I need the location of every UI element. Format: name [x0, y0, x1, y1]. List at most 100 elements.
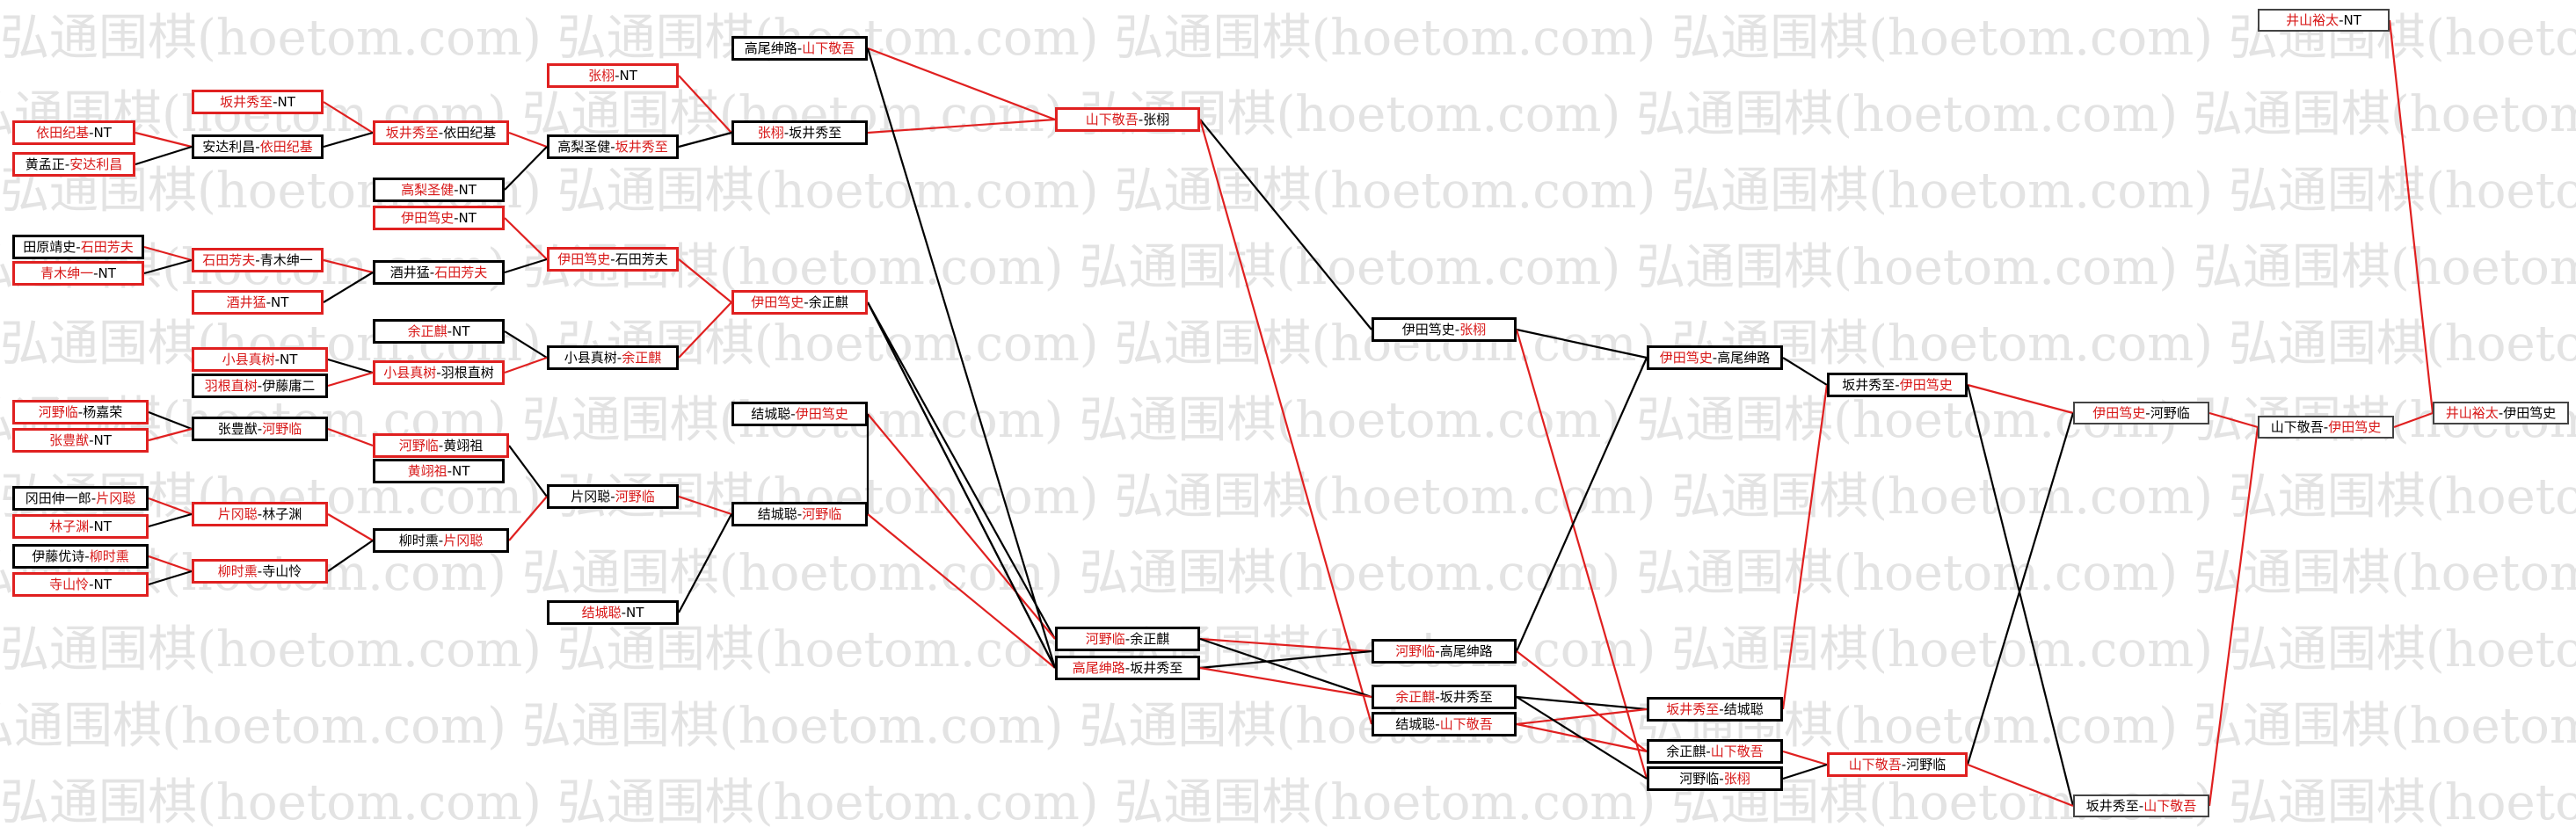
bracket-connector — [1781, 384, 1829, 710]
name-separator: - — [89, 124, 94, 141]
player-name: 高梨圣健 — [557, 138, 611, 155]
player-name: NT — [277, 93, 295, 110]
match-box: 安达利昌-依田纪基 — [192, 134, 324, 159]
name-separator: - — [257, 562, 263, 579]
match-box: 青木绅一-NT — [12, 261, 144, 286]
player-name: 张豊猷 — [217, 420, 258, 437]
name-separator: - — [1435, 688, 1440, 705]
player-name: 青木绅一 — [259, 251, 313, 268]
player-name: 张豊猷 — [49, 432, 90, 448]
bracket-connector — [867, 413, 1056, 640]
player-name: 河野临 — [1085, 630, 1125, 647]
bracket-connector — [135, 131, 193, 149]
player-name: 寺山怜 — [49, 576, 90, 592]
match-box: 黄翊祖-NT — [373, 459, 505, 483]
player-name: NT — [280, 351, 298, 367]
name-separator: - — [447, 323, 453, 339]
match-box: 林子渊-NT — [12, 514, 149, 539]
name-separator: - — [783, 124, 790, 141]
bracket-connector — [1198, 119, 1373, 725]
bracket-connector — [327, 427, 374, 447]
player-name: 结城聪 — [757, 505, 797, 522]
player-name: 河野临 — [1395, 642, 1436, 659]
player-name: 结城聪 — [1723, 700, 1764, 717]
bracket-connector — [327, 358, 374, 374]
name-separator: - — [438, 437, 444, 453]
name-separator: - — [2323, 418, 2329, 435]
player-name: 柳时熏 — [89, 548, 129, 564]
match-box: 小县真树-余正麒 — [547, 345, 679, 370]
match-box: 高梨圣健-坂井秀至 — [547, 134, 679, 159]
bracket-connector — [504, 330, 548, 359]
player-name: 张栩 — [588, 67, 615, 83]
name-separator: - — [797, 40, 803, 56]
name-separator: - — [77, 403, 84, 420]
bracket-connector — [2209, 411, 2259, 429]
player-name: 井山裕太 — [2445, 404, 2499, 421]
player-name: 伊田笃史 — [2328, 418, 2382, 435]
player-name: 伊田笃史 — [795, 405, 848, 422]
match-box: 高尾绅路-坂井秀至 — [1055, 656, 1200, 680]
name-separator: - — [790, 405, 796, 422]
name-separator: - — [797, 505, 803, 522]
name-separator: - — [804, 294, 809, 310]
bracket-connector — [678, 75, 732, 134]
match-box: 伊藤优诗-柳时熏 — [12, 544, 149, 569]
player-name: NT — [626, 604, 644, 620]
bracket-connector — [1199, 637, 1372, 699]
name-separator: - — [64, 156, 70, 172]
match-box: 小县真树-羽根直树 — [373, 360, 505, 385]
player-name: 黄孟正 — [25, 156, 65, 172]
match-box: 伊田笃史-余正麒 — [731, 290, 868, 315]
player-name: 片冈聪 — [443, 532, 484, 548]
name-separator: - — [1719, 700, 1724, 717]
name-separator: - — [447, 462, 453, 479]
player-name: 高尾绅路 — [1439, 642, 1493, 659]
player-name: 石田芳夫 — [615, 250, 668, 267]
name-separator: - — [1138, 111, 1144, 127]
match-box: 张豊猷-NT — [12, 428, 149, 453]
bracket-connector — [148, 555, 193, 573]
player-name: 高梨圣健 — [401, 181, 455, 198]
name-separator: - — [2339, 11, 2344, 28]
match-box: 酒井猛-NT — [192, 290, 324, 315]
match-box: 伊田笃史-张栩 — [1372, 317, 1517, 342]
player-name: 余正麒 — [1666, 743, 1706, 759]
player-name: NT — [93, 124, 112, 141]
player-name: 坂井秀至 — [615, 138, 668, 155]
player-name: 片冈聪 — [96, 490, 136, 506]
match-box: 柳时熏-片冈聪 — [373, 528, 509, 553]
bracket-connector — [148, 512, 193, 528]
match-box: 张栩-NT — [547, 63, 679, 88]
player-name: 安达利昌 — [69, 156, 123, 172]
match-box: 结城聪-山下敬吾 — [1372, 712, 1517, 736]
match-box: 山下敬吾-张栩 — [1055, 107, 1200, 132]
match-box: 寺山怜-NT — [12, 572, 149, 597]
player-name: 黄翊祖 — [443, 437, 484, 453]
bracket-connector — [504, 356, 548, 374]
bracket-connector — [2208, 426, 2259, 807]
bracket-connector — [508, 445, 548, 497]
player-name: 小县真树 — [564, 349, 617, 366]
bracket-connector — [867, 301, 1056, 669]
player-name: NT — [458, 181, 477, 198]
player-name: 结城聪 — [581, 604, 622, 620]
bracket-connector — [323, 258, 374, 274]
name-separator: - — [610, 488, 615, 504]
player-name: NT — [452, 323, 470, 339]
name-separator: - — [91, 490, 97, 506]
player-name: 伊田笃史 — [1401, 321, 1455, 337]
player-name: 田原靖史 — [23, 238, 76, 255]
name-separator: - — [255, 138, 260, 155]
name-separator: - — [257, 505, 263, 522]
bracket-connector — [1516, 650, 1648, 752]
bracket-connector — [1516, 696, 1648, 780]
player-name: 伊田笃史 — [751, 294, 804, 310]
player-name: 片冈聪 — [571, 488, 611, 504]
match-box: 结城聪-NT — [547, 600, 679, 625]
match-box: 冈田伸一郎-片冈聪 — [12, 486, 149, 511]
match-box: 坂井秀至-山下敬吾 — [2073, 794, 2209, 817]
bracket-connector — [867, 118, 1056, 134]
bracket-connector — [148, 427, 193, 442]
